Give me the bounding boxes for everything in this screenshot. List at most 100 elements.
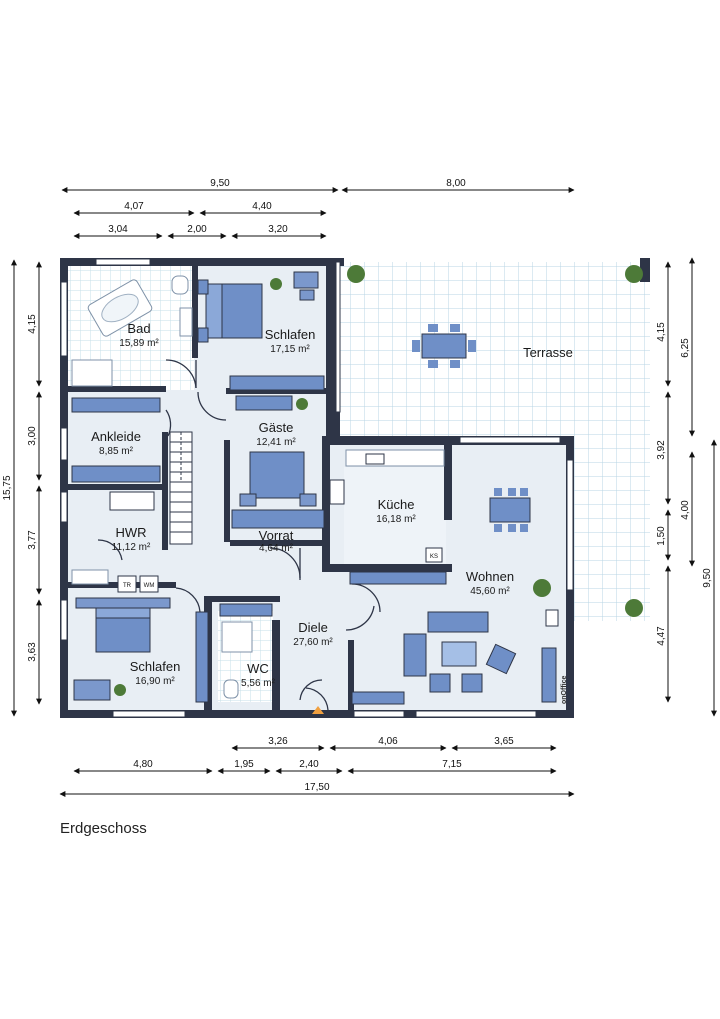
- room-name-terrasse: Terrasse: [523, 345, 573, 360]
- shower: [71, 359, 113, 387]
- dim-left-3: 3,77: [27, 530, 38, 550]
- appliance-label-wm: WM: [144, 583, 155, 589]
- room-labels: Bad 15,89 m² Schlafen 17,15 m² Terrasse …: [91, 321, 573, 689]
- ankleide-cabinet-top: [71, 397, 161, 413]
- appliance-label-tr: TR: [123, 583, 132, 589]
- dim-right-3: 1,50: [656, 526, 667, 546]
- room-area-schlafen-lower: 16,90 m²: [135, 676, 175, 687]
- living-sideboard: [351, 691, 405, 705]
- wall-vorrat: [230, 540, 326, 546]
- room-area-schlafen-upper: 17,15 m²: [270, 344, 310, 355]
- terrace-floor: [340, 262, 650, 437]
- terrace-table: [421, 333, 467, 359]
- room-area-ankleide: 8,85 m²: [99, 446, 134, 457]
- room-name-kueche: Küche: [378, 497, 415, 512]
- windows: [60, 258, 574, 718]
- room-area-diele: 27,60 m²: [293, 637, 333, 648]
- toilet: [171, 275, 189, 295]
- wall-kitchen-south: [322, 564, 452, 572]
- wall-bath-sleep: [192, 262, 198, 358]
- room-name-wohnen: Wohnen: [466, 569, 514, 584]
- dim-left-1: 4,15: [27, 314, 38, 334]
- room-name-wc: WC: [247, 661, 269, 676]
- wc-toilet: [223, 679, 239, 699]
- room-area-vorrat: 4,64 m²: [259, 543, 294, 554]
- hwr-sink: [71, 569, 109, 585]
- dim-bottom-6: 2,40: [299, 759, 319, 770]
- plant-icon-terrace-2: [625, 265, 643, 283]
- dim-right-7: 9,50: [702, 568, 713, 588]
- kitchen-stove: [329, 479, 345, 505]
- room-name-schlafen-lower: Schlafen: [130, 659, 181, 674]
- wall-wc-north: [204, 596, 280, 602]
- vorrat-shelf: [231, 509, 325, 529]
- stove-fireplace: [545, 609, 559, 627]
- room-area-gaeste: 12,41 m²: [256, 437, 296, 448]
- dim-bottom-7: 7,15: [442, 759, 462, 770]
- desk-upper: [293, 271, 319, 289]
- dim-top-6: 2,00: [187, 224, 207, 235]
- dim-top-1: 9,50: [210, 178, 230, 189]
- wardrobe-lower: [195, 611, 209, 703]
- dim-left-2: 3,00: [27, 426, 38, 446]
- room-area-kueche: 16,18 m²: [376, 514, 416, 525]
- kitchen-counter: [345, 449, 445, 467]
- fridge: [425, 547, 443, 563]
- wall-bath-south: [66, 386, 166, 392]
- terrace-floor-side: [572, 437, 650, 621]
- dining-table: [489, 497, 531, 523]
- wall-ankleide-south: [66, 484, 166, 490]
- dim-top-5: 3,04: [108, 224, 128, 235]
- dim-bottom-8: 17,50: [304, 782, 329, 793]
- room-name-bad: Bad: [127, 321, 150, 336]
- dim-bottom-1: 3,26: [268, 736, 288, 747]
- wall-wc-east: [272, 620, 280, 710]
- wall-living-west: [348, 640, 354, 710]
- room-area-bad: 15,89 m²: [119, 338, 159, 349]
- room-name-ankleide: Ankleide: [91, 429, 141, 444]
- tv-unit: [541, 647, 557, 703]
- plant-icon-terrace-3: [625, 599, 643, 617]
- plant-icon-living: [533, 579, 551, 597]
- dim-left-4: 3,63: [27, 642, 38, 662]
- room-name-hwr: HWR: [115, 525, 146, 540]
- sofa-left: [403, 633, 427, 677]
- bed-guest: [249, 451, 305, 499]
- sink: [179, 307, 193, 337]
- wall-sleep-south: [226, 388, 330, 394]
- dim-bottom-4: 4,80: [133, 759, 153, 770]
- room-area-hwr: 11,12 m²: [112, 542, 151, 553]
- wardrobe-upper: [229, 375, 325, 391]
- plant-icon-lower: [114, 684, 126, 696]
- wall-left: [60, 258, 68, 718]
- dim-right-4: 4,47: [656, 626, 667, 646]
- washing-machine: [139, 575, 159, 593]
- entrance-marker: [312, 706, 324, 714]
- dim-top-2: 8,00: [446, 178, 466, 189]
- room-name-gaeste: Gäste: [259, 420, 294, 435]
- terrace-post: [640, 258, 650, 282]
- door-swings: [97, 359, 381, 711]
- dim-right-5: 6,25: [680, 338, 691, 358]
- guest-cabinet: [235, 395, 293, 411]
- dim-right-6: 4,00: [680, 500, 691, 520]
- wall-stairs: [162, 432, 168, 550]
- dim-right-1: 4,15: [656, 322, 667, 342]
- dim-bottom-3: 3,65: [494, 736, 514, 747]
- ankleide-cabinet-bottom: [71, 465, 161, 483]
- coffee-table: [441, 641, 477, 667]
- plant-icon-guest: [296, 398, 308, 410]
- drying-rack: [109, 491, 155, 511]
- room-area-wc: 5,56 m²: [241, 678, 276, 689]
- bed-upper-pillows: [205, 283, 223, 339]
- room-name-diele: Diele: [298, 620, 328, 635]
- dimension-lines: [11, 187, 717, 797]
- wall-kitchen-east: [444, 440, 452, 520]
- plant-icon-terrace-1: [347, 265, 365, 283]
- room-name-schlafen-upper: Schlafen: [265, 327, 316, 342]
- sideboard: [349, 571, 447, 585]
- furniture: [71, 265, 643, 714]
- wall-guest-west: [224, 440, 230, 542]
- dim-right-2: 3,92: [656, 440, 667, 460]
